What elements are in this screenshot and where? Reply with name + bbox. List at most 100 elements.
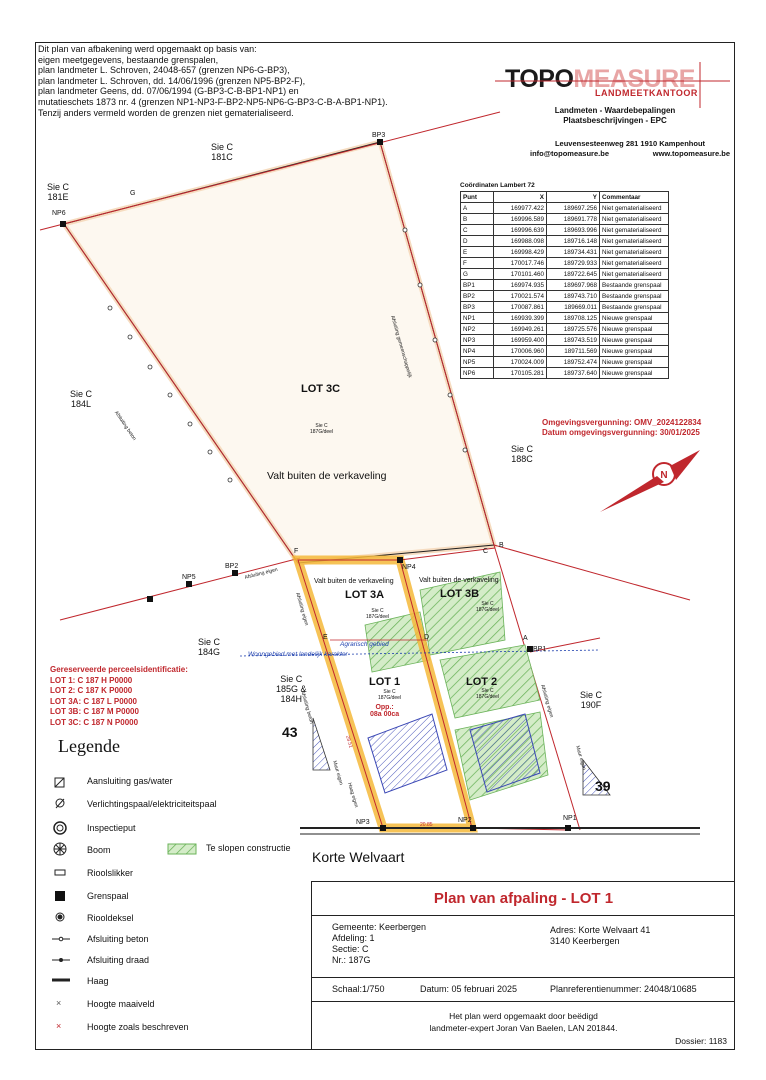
zone-residential-label: Woongebied met landelijk karakter bbox=[248, 651, 348, 658]
lot-3b-north bbox=[399, 547, 496, 561]
intro-line: plan landmeter L. Schroven, dd. 14/06/19… bbox=[38, 75, 306, 86]
legend-item-wire-fence: Afsluiting draad bbox=[87, 953, 149, 967]
address-street: Adres: Korte Welvaart 41 bbox=[550, 925, 651, 935]
coordinates-cell: Nieuwe grenspaal bbox=[599, 367, 669, 379]
legend-label: Boom bbox=[87, 845, 111, 855]
legend-item-sewer-gully: Rioolslikker bbox=[87, 866, 133, 880]
plan-frame bbox=[35, 42, 735, 1050]
reserved-line: LOT 3A: C 187 L P0000 bbox=[50, 696, 137, 706]
address-city: 3140 Keerbergen bbox=[550, 936, 620, 946]
division: Afdeling: 1 bbox=[332, 933, 375, 943]
boundary-line-west bbox=[63, 223, 299, 564]
lot-3c-parcel bbox=[59, 138, 498, 566]
tree-icon bbox=[55, 844, 65, 854]
reserved-line: LOT 2: C 187 K P0000 bbox=[50, 686, 133, 695]
boundary-line-bp1 bbox=[529, 637, 601, 653]
legend-label: Afsluiting draad bbox=[87, 955, 150, 965]
intro-line: eigen meetgegevens, bestaande grenspalen… bbox=[38, 54, 219, 65]
lot-1-area: Opp.:08a 00ca bbox=[370, 704, 400, 718]
reserved-title: Gereserveerde perceelsidentificatie: bbox=[50, 665, 188, 674]
zone-agricultural-label: Agrarisch gebied bbox=[340, 641, 389, 648]
described-height-icon: × bbox=[56, 1021, 61, 1031]
house-hatch bbox=[582, 758, 611, 796]
company-line: Plaatsbeschrijvingen - EPC bbox=[563, 116, 667, 125]
boundary-line-east bbox=[379, 141, 495, 546]
lot-3c-label: LOT 3C bbox=[301, 383, 341, 395]
title-block-meta: Schaal:1/750 Datum: 05 februari 2025 Pla… bbox=[312, 977, 735, 1002]
parcel-number: Nr.: 187G bbox=[332, 955, 371, 965]
section: Sectie: C bbox=[332, 944, 369, 954]
legend-item-gas-water: Aansluiting gas/water bbox=[87, 774, 173, 788]
reserved-parcel-ids: Gereserveerde perceelsidentificatie: LOT… bbox=[50, 665, 188, 728]
company-website[interactable]: www.topomeasure.be bbox=[652, 149, 730, 158]
point-c: C bbox=[483, 548, 489, 555]
legend-label: Grenspaal bbox=[87, 891, 129, 901]
sewer-gully-icon bbox=[54, 869, 66, 876]
reserved-line: LOT 1: C 187 H P0000 bbox=[50, 675, 133, 685]
municipality: Gemeente: Keerbergen bbox=[332, 922, 427, 932]
point-f: F bbox=[294, 548, 299, 555]
legend-item-hedge: Haag bbox=[87, 974, 109, 988]
point-np3: NP3 bbox=[356, 819, 370, 826]
house-number-43: 43 bbox=[282, 724, 298, 740]
plan-title: Plan van afpaling - LOT 1 bbox=[312, 882, 735, 916]
legend-label: Riooldeksel bbox=[87, 913, 134, 923]
lot-1-label: LOT 1 bbox=[369, 676, 401, 688]
manhole-icon bbox=[55, 912, 65, 922]
light-pole-icon bbox=[55, 798, 65, 809]
intro-notes: Dit plan van afbakening werd opgemaakt o… bbox=[38, 44, 458, 118]
plan-reference: Planreferentienummer: 24048/10685 bbox=[550, 984, 697, 994]
logo-lines bbox=[495, 62, 730, 108]
intro-line: Dit plan van afbakening werd opgemaakt o… bbox=[38, 44, 257, 54]
light-pole-icon bbox=[55, 798, 65, 808]
boundary-line-south-east bbox=[493, 544, 691, 601]
lot-3b-outside-label: Valt buiten de verkaveling bbox=[419, 577, 499, 584]
dossier-number: Dossier: 1183 bbox=[675, 1036, 727, 1046]
dimension-label: 20.85 bbox=[420, 822, 433, 828]
point-b: B bbox=[499, 542, 504, 549]
demolish-legend-icon bbox=[167, 843, 197, 855]
point-bp2: BP2 bbox=[225, 563, 239, 570]
company-email[interactable]: info@topomeasure.be bbox=[530, 149, 609, 158]
lot-3a-label: LOT 3A bbox=[345, 589, 385, 601]
gas-water-icon bbox=[54, 777, 65, 788]
point-bp3: BP3 bbox=[372, 132, 386, 139]
logo-measure: MEASURE bbox=[573, 65, 695, 93]
intro-line: plan landmeter Geens, dd. 07/06/1994 (G-… bbox=[38, 86, 299, 97]
wire-fence-icon bbox=[59, 958, 63, 962]
point-a: A bbox=[523, 635, 528, 642]
legend-label: Rioolslikker bbox=[87, 868, 134, 878]
gas-water-icon bbox=[54, 777, 65, 788]
legend-item-boundary-post: Grenspaal bbox=[87, 889, 129, 903]
inspection-pit-icon bbox=[53, 821, 67, 835]
permit-date: Datum omgevingsvergunning: 30/01/2025 bbox=[542, 428, 700, 437]
legend-item-light-pole: Verlichtingspaal/elektriciteitspaal bbox=[87, 797, 217, 811]
point-e: E bbox=[323, 634, 328, 641]
house-number-39: 39 bbox=[595, 778, 611, 794]
legend-item-described-height: Hoogte zoals beschreven bbox=[87, 1020, 189, 1034]
lot-2-label: LOT 2 bbox=[466, 676, 498, 688]
legend-label: Inspectieput bbox=[87, 823, 136, 833]
point-g: G bbox=[130, 190, 136, 197]
legend-item-concrete-fence: Afsluiting beton bbox=[87, 932, 149, 946]
outside-subdivision-label: Valt buiten de verkaveling bbox=[267, 470, 387, 482]
logo-topo: TOPO bbox=[505, 65, 574, 93]
building bbox=[367, 713, 448, 794]
ground-height-icon: × bbox=[56, 998, 61, 1008]
title-block: Plan van afpaling - LOT 1 Gemeente: Keer… bbox=[311, 881, 735, 1050]
legend-demolish-label: Te slopen constructie bbox=[206, 843, 291, 853]
surveyor-statement: Het plan werd opgemaakt door beëdigd lan… bbox=[429, 1011, 618, 1033]
